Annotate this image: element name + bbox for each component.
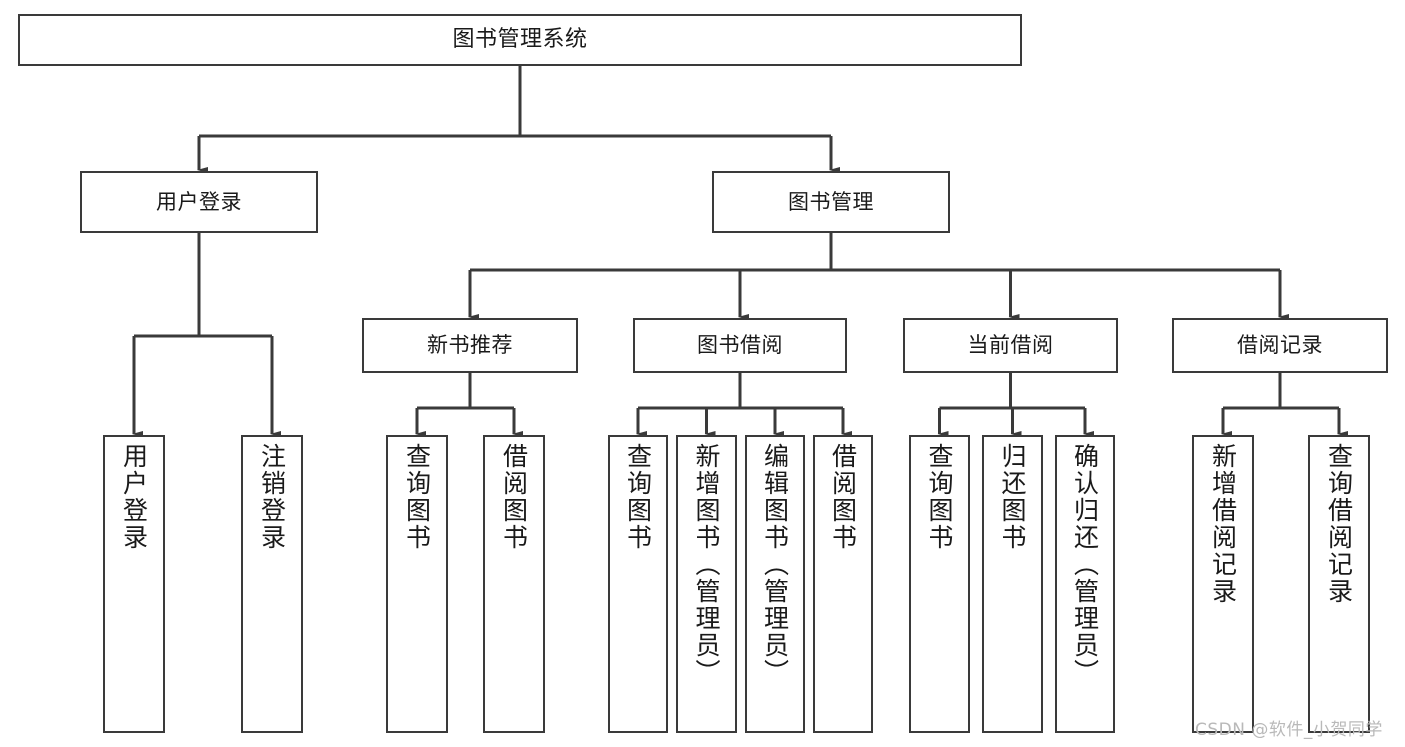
node-leaf-user-login-label: 用户登录	[119, 443, 149, 551]
node-leaf-edit-book-label: 编辑图书（管理员）	[760, 443, 790, 686]
node-leaf-borrow-book-rec[interactable]: 借阅图书	[483, 435, 545, 733]
node-leaf-query-book-cur[interactable]: 查询图书	[909, 435, 970, 733]
node-root[interactable]: 图书管理系统	[18, 14, 1022, 66]
node-leaf-query-book-rec-label: 查询图书	[402, 443, 432, 551]
node-leaf-add-record[interactable]: 新增借阅记录	[1192, 435, 1254, 733]
node-leaf-query-book-borrow-label: 查询图书	[623, 443, 653, 551]
node-borrow-record-label: 借阅记录	[1237, 333, 1323, 358]
node-leaf-edit-book[interactable]: 编辑图书（管理员）	[745, 435, 805, 733]
node-leaf-query-book-rec[interactable]: 查询图书	[386, 435, 448, 733]
node-leaf-query-book-cur-label: 查询图书	[925, 443, 954, 551]
node-user-login-label: 用户登录	[156, 189, 242, 214]
node-leaf-add-record-label: 新增借阅记录	[1208, 443, 1238, 605]
csdn-watermark: CSDN @软件_小贺同学	[1195, 720, 1383, 740]
node-book-borrow-label: 图书借阅	[697, 333, 783, 358]
node-borrow-record[interactable]: 借阅记录	[1172, 318, 1388, 373]
node-leaf-borrow-book-label: 借阅图书	[828, 443, 858, 551]
node-leaf-add-book-label: 新增图书（管理员）	[692, 443, 721, 686]
node-leaf-logout-label: 注销登录	[257, 443, 287, 551]
node-leaf-query-record[interactable]: 查询借阅记录	[1308, 435, 1370, 733]
node-leaf-query-book-borrow[interactable]: 查询图书	[608, 435, 668, 733]
node-book-manage[interactable]: 图书管理	[712, 171, 950, 233]
node-leaf-add-book[interactable]: 新增图书（管理员）	[676, 435, 737, 733]
node-leaf-query-record-label: 查询借阅记录	[1324, 443, 1354, 605]
node-current-borrow-label: 当前借阅	[967, 333, 1054, 358]
node-leaf-borrow-book-rec-label: 借阅图书	[499, 443, 529, 551]
node-current-borrow[interactable]: 当前借阅	[903, 318, 1118, 373]
node-book-borrow[interactable]: 图书借阅	[633, 318, 847, 373]
node-leaf-return-book-label: 归还图书	[998, 443, 1027, 551]
node-leaf-user-login[interactable]: 用户登录	[103, 435, 165, 733]
node-leaf-borrow-book[interactable]: 借阅图书	[813, 435, 873, 733]
node-leaf-return-book[interactable]: 归还图书	[982, 435, 1043, 733]
node-leaf-confirm-return-label: 确认归还（管理员）	[1070, 443, 1100, 686]
node-new-book-recommend[interactable]: 新书推荐	[362, 318, 578, 373]
node-new-book-recommend-label: 新书推荐	[427, 333, 513, 358]
node-user-login[interactable]: 用户登录	[80, 171, 318, 233]
node-leaf-confirm-return[interactable]: 确认归还（管理员）	[1055, 435, 1115, 733]
node-book-manage-label: 图书管理	[788, 189, 874, 214]
node-leaf-logout[interactable]: 注销登录	[241, 435, 303, 733]
node-root-label: 图书管理系统	[452, 27, 588, 53]
